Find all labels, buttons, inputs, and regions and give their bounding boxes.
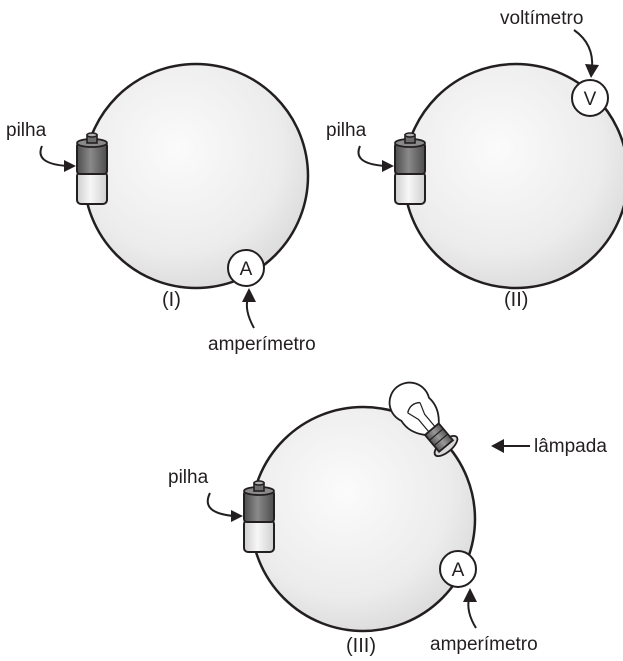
- circuit-3-lamp: [388, 381, 459, 458]
- circuit-1: pilha A amperímetro (I): [6, 62, 316, 355]
- circuit-2-caption: (II): [504, 289, 528, 311]
- circuit-3-meter-arrow: [467, 597, 477, 629]
- circuit-1-loop: [82, 62, 310, 290]
- circuit-3-caption: (III): [346, 635, 376, 657]
- circuit-3-battery: [243, 480, 275, 553]
- circuit-1-meter-arrowhead: [242, 288, 256, 302]
- circuit-2-battery-arrowhead: [382, 160, 394, 172]
- circuit-2-meter-symbol: V: [584, 89, 597, 110]
- circuit-1-meter-arrow: [245, 297, 255, 329]
- circuit-1-battery-arrow: [39, 145, 69, 167]
- circuit-3-meter: A: [439, 550, 477, 588]
- circuit-3-meter-arrowhead: [463, 588, 477, 602]
- circuit-3-battery-arrow: [206, 492, 235, 517]
- circuit-3-lamp-arrowhead: [491, 439, 504, 453]
- circuit-1-meter-label: amperímetro: [208, 334, 316, 355]
- circuit-3-battery-arrowhead: [231, 510, 243, 522]
- circuit-2-battery: [394, 132, 426, 205]
- circuit-2-meter: V: [571, 79, 609, 117]
- circuit-1-battery-arrowhead: [64, 160, 76, 172]
- circuit-1-battery-label: pilha: [6, 120, 47, 141]
- circuit-1-meter-symbol: A: [240, 259, 253, 280]
- circuit-2-meter-arrow: [573, 29, 594, 69]
- circuit-3-meter-symbol: A: [452, 560, 465, 581]
- circuit-2: pilha V voltímetro (II): [326, 8, 623, 311]
- circuit-1-battery: [76, 132, 108, 205]
- circuit-3-battery-label: pilha: [168, 467, 209, 488]
- circuit-2-battery-label: pilha: [326, 120, 367, 141]
- circuit-2-meter-label: voltímetro: [500, 8, 583, 29]
- circuit-2-meter-arrowhead: [585, 64, 599, 78]
- circuit-1-meter: A: [227, 249, 265, 287]
- circuit-3: pilha lâmpada A amperímetro (III): [168, 381, 607, 657]
- circuit-3-meter-label: amperímetro: [430, 634, 538, 655]
- circuit-3-lamp-label: lâmpada: [534, 436, 607, 457]
- circuit-1-caption: (I): [162, 289, 181, 311]
- circuit-2-battery-arrow: [357, 145, 387, 167]
